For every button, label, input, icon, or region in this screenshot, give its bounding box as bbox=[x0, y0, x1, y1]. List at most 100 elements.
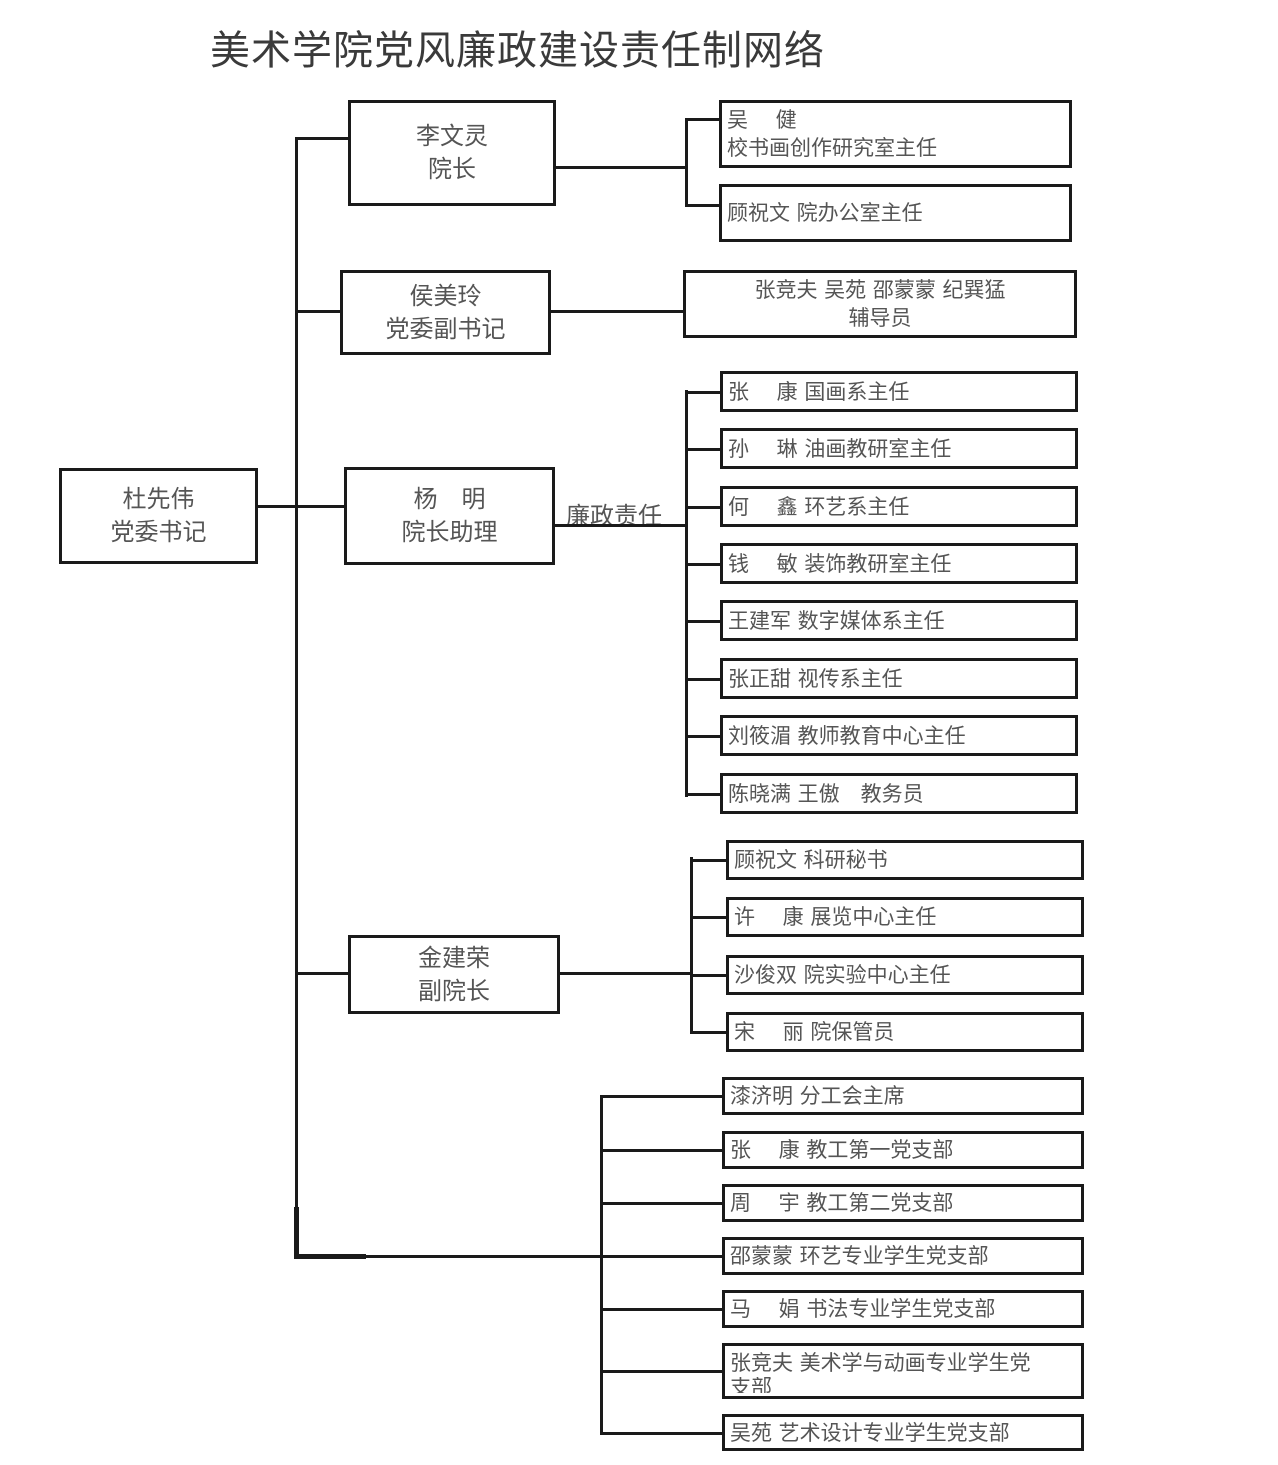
leaf-line: 校书画创作研究室主任 bbox=[727, 136, 937, 160]
leaf-line: 吴苑 艺术设计专业学生党支部 bbox=[730, 1420, 1010, 1445]
leaf-node: 漆济明 分工会主席 bbox=[722, 1077, 1084, 1115]
root-connector bbox=[258, 505, 298, 508]
branch-role: 副院长 bbox=[418, 976, 490, 1005]
root-node: 杜先伟 党委书记 bbox=[59, 468, 258, 564]
branch-node-3: 金建荣 副院长 bbox=[348, 935, 560, 1014]
leaf-connector bbox=[690, 974, 727, 977]
root-role: 党委书记 bbox=[110, 518, 207, 546]
leaf-node: 王建军 数字媒体系主任 bbox=[720, 600, 1078, 641]
leaf-line: 张 康 教工第一党支部 bbox=[730, 1138, 954, 1162]
leaf-connector bbox=[600, 1149, 723, 1152]
leaf-connector bbox=[600, 1308, 723, 1311]
leaf-connector bbox=[685, 563, 721, 566]
branch-0-out bbox=[556, 166, 688, 169]
leaf-line: 刘筱湄 教师教育中心主任 bbox=[728, 723, 966, 748]
leaf-connector bbox=[685, 793, 721, 796]
leaf-connector bbox=[600, 1255, 723, 1258]
branch-name: 李文灵 bbox=[416, 122, 488, 150]
leaf-line: 张竞夫 美术学与动画专业学生党 bbox=[730, 1351, 1031, 1375]
branch-3-out bbox=[560, 972, 693, 975]
leaf-connector bbox=[685, 678, 721, 681]
leaf-node: 张正甜 视传系主任 bbox=[720, 658, 1078, 699]
leaf-node: 宋 丽 院保管员 bbox=[726, 1012, 1084, 1052]
trunk-bottom-horizontal bbox=[366, 1255, 602, 1258]
branch-1-in bbox=[298, 310, 342, 313]
leaf-line: 马 娟 书法专业学生党支部 bbox=[730, 1297, 996, 1321]
root-name: 杜先伟 bbox=[122, 485, 195, 513]
leaf-connector bbox=[685, 204, 720, 207]
leaf-connector bbox=[685, 506, 721, 509]
leaf-line: 陈晓满 王傲 教务员 bbox=[728, 781, 924, 806]
leaf-line: 钱 敏 装饰教研室主任 bbox=[728, 551, 952, 576]
leaf-node: 周 宇 教工第二党支部 bbox=[722, 1184, 1084, 1222]
leaf-connector bbox=[685, 620, 721, 623]
leaf-node: 张 康 国画系主任 bbox=[720, 371, 1078, 412]
leaf-line: 吴 健 bbox=[727, 108, 797, 132]
branch-2-in bbox=[298, 505, 346, 508]
leaf-connector bbox=[600, 1095, 723, 1098]
branch-node-2: 杨 明 院长助理 bbox=[344, 467, 555, 565]
leaf-node: 张竞夫 美术学与动画专业学生党支部 bbox=[722, 1343, 1084, 1399]
branch-0-spine bbox=[685, 118, 688, 206]
leaf-connector bbox=[600, 1202, 723, 1205]
leaf-connector bbox=[685, 448, 721, 451]
branch-2-spine bbox=[685, 390, 688, 797]
page-title: 美术学院党风廉政建设责任制网络 bbox=[210, 28, 825, 74]
leaf-line: 顾祝文 院办公室主任 bbox=[727, 201, 923, 225]
leaf-node: 马 娟 书法专业学生党支部 bbox=[722, 1290, 1084, 1328]
leaf-line: 张竞夫 吴苑 邵蒙蒙 纪巽猛 bbox=[754, 278, 1006, 302]
leaf-line: 张 康 国画系主任 bbox=[728, 379, 910, 404]
leaf-node: 陈晓满 王傲 教务员 bbox=[720, 773, 1078, 814]
branch-role: 党委副书记 bbox=[385, 314, 506, 343]
leaf-node: 孙 琳 油画教研室主任 bbox=[720, 428, 1078, 469]
branch-role: 院长助理 bbox=[401, 518, 498, 546]
branch-2-out bbox=[555, 524, 688, 527]
leaf-node: 刘筱湄 教师教育中心主任 bbox=[720, 715, 1078, 756]
leaf-line: 周 宇 教工第二党支部 bbox=[730, 1191, 954, 1215]
leaf-connector bbox=[600, 1370, 723, 1373]
branch-4-spine bbox=[600, 1096, 603, 1433]
leaf-line: 辅导员 bbox=[848, 306, 912, 330]
main-trunk bbox=[295, 137, 298, 1257]
branch-name: 侯美玲 bbox=[409, 281, 482, 310]
leaf-node: 钱 敏 装饰教研室主任 bbox=[720, 543, 1078, 584]
branch-1-out bbox=[551, 310, 685, 313]
leaf-node: 何 鑫 环艺系主任 bbox=[720, 486, 1078, 527]
branch-3-in bbox=[298, 972, 350, 975]
leaf-node: 吴 健 校书画创作研究室主任 bbox=[719, 100, 1072, 168]
branch-role: 院长 bbox=[428, 155, 476, 183]
branch-name: 杨 明 bbox=[413, 485, 486, 513]
leaf-connector bbox=[685, 735, 721, 738]
branch-0-in bbox=[295, 137, 349, 140]
leaf-line: 支部 bbox=[730, 1377, 772, 1393]
leaf-line: 王建军 数字媒体系主任 bbox=[728, 608, 945, 633]
leaf-line: 张正甜 视传系主任 bbox=[728, 666, 903, 691]
leaf-line: 沙俊双 院实验中心主任 bbox=[734, 963, 951, 987]
branch-name: 金建荣 bbox=[418, 943, 490, 972]
leaf-connector bbox=[600, 1432, 723, 1435]
trunk-bottom-bold bbox=[294, 1207, 299, 1259]
leaf-node: 邵蒙蒙 环艺专业学生党支部 bbox=[722, 1237, 1084, 1275]
leaf-node: 顾祝文 科研秘书 bbox=[726, 840, 1084, 880]
leaf-node: 许 康 展览中心主任 bbox=[726, 897, 1084, 937]
branch-node-1: 侯美玲 党委副书记 bbox=[340, 270, 551, 355]
leaf-line: 何 鑫 环艺系主任 bbox=[728, 494, 910, 519]
leaf-connector bbox=[685, 391, 721, 394]
branch-3-spine bbox=[690, 857, 693, 1033]
branch-node-0: 李文灵 院长 bbox=[348, 100, 556, 206]
leaf-node: 吴苑 艺术设计专业学生党支部 bbox=[722, 1414, 1084, 1451]
leaf-line: 许 康 展览中心主任 bbox=[734, 905, 937, 929]
leaf-line: 顾祝文 科研秘书 bbox=[734, 848, 888, 872]
leaf-line: 邵蒙蒙 环艺专业学生党支部 bbox=[730, 1244, 989, 1268]
leaf-connector bbox=[685, 118, 720, 121]
leaf-node: 沙俊双 院实验中心主任 bbox=[726, 955, 1084, 995]
leaf-node: 张 康 教工第一党支部 bbox=[722, 1131, 1084, 1169]
leaf-node: 顾祝文 院办公室主任 bbox=[719, 184, 1072, 242]
leaf-connector bbox=[690, 859, 727, 862]
leaf-connector bbox=[690, 1031, 727, 1034]
trunk-bottom-horizontal-bold bbox=[294, 1254, 366, 1259]
leaf-line: 宋 丽 院保管员 bbox=[734, 1020, 895, 1044]
leaf-connector bbox=[690, 916, 727, 919]
leaf-node: 张竞夫 吴苑 邵蒙蒙 纪巽猛 辅导员 bbox=[683, 270, 1077, 338]
leaf-line: 漆济明 分工会主席 bbox=[730, 1084, 905, 1108]
